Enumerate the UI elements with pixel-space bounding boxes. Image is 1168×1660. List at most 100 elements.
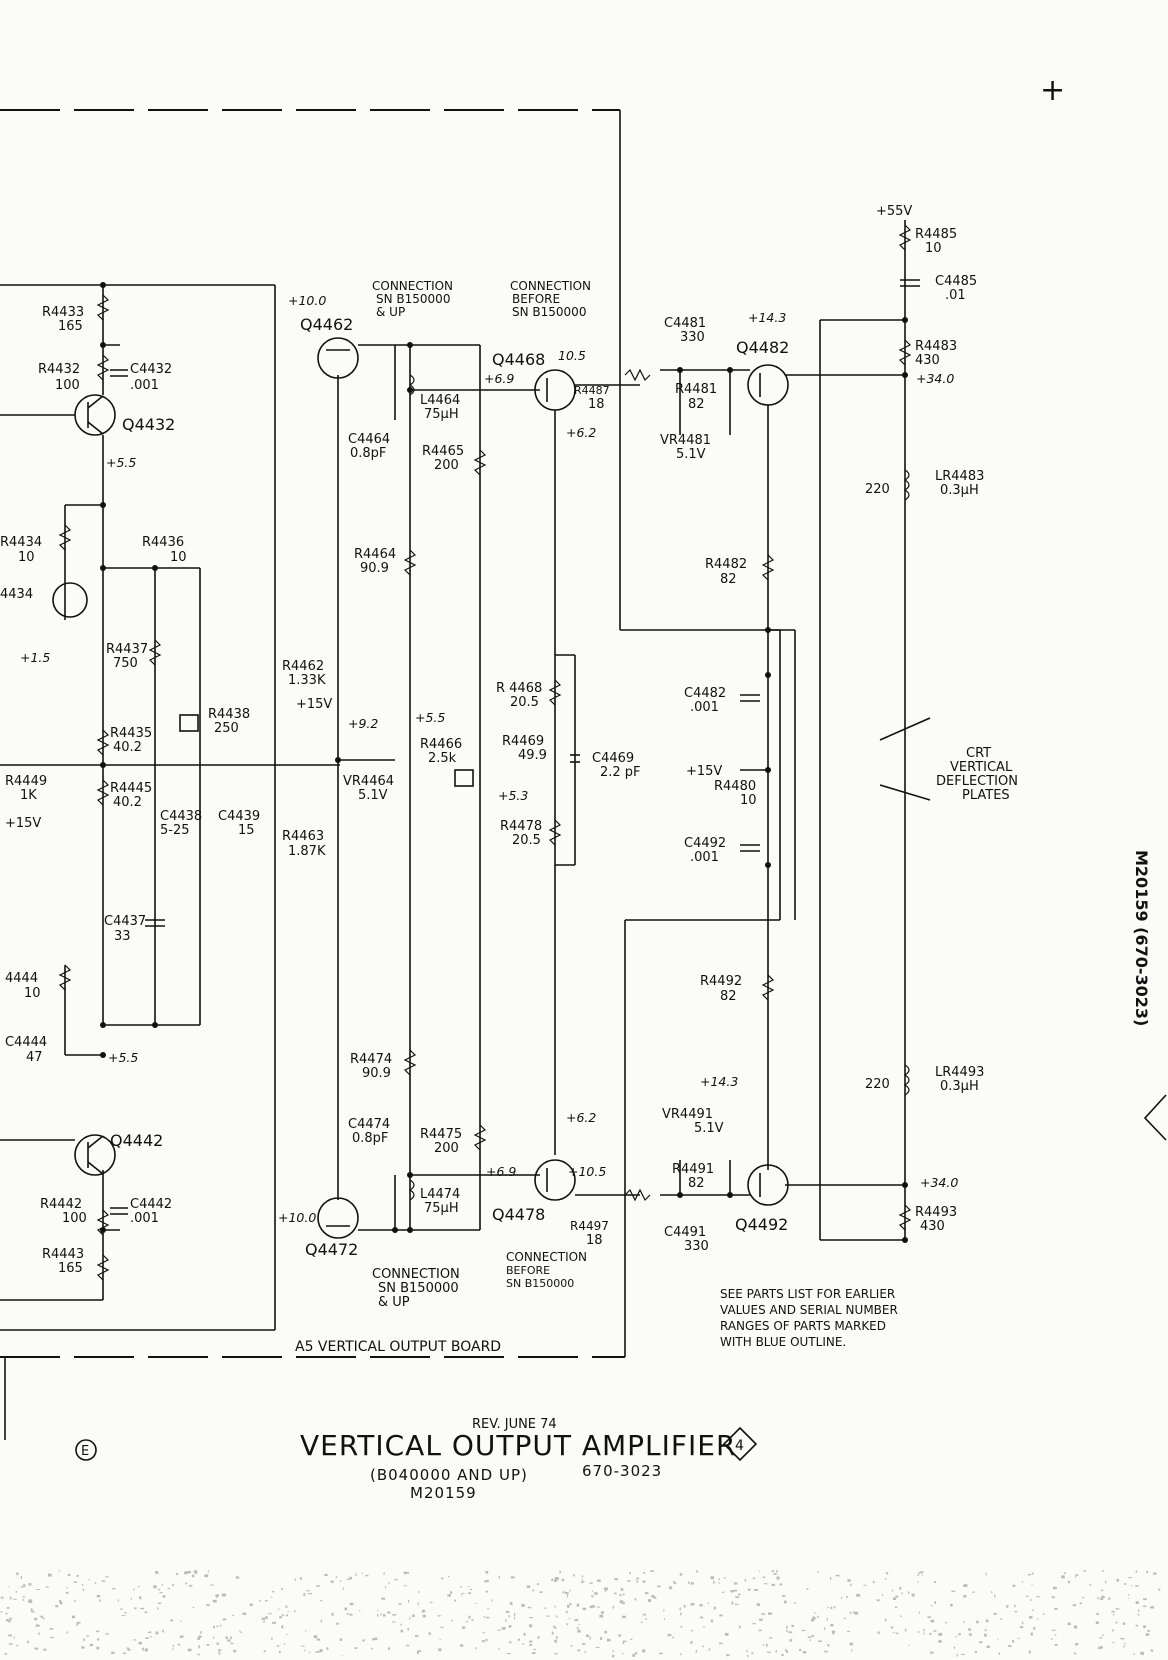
lr4483-ref: LR4483 [935, 469, 984, 484]
q4432-label: Q4432 [122, 415, 175, 434]
svg-text:VERTICAL: VERTICAL [950, 760, 1013, 775]
c4474-val: 0.8pF [352, 1131, 388, 1146]
r4464-ref: R4464 [354, 547, 396, 562]
r4497-ref: R4497 [570, 1219, 609, 1233]
component-labels: R4433 165 R4432 100 C4432 .001 R4434 10 … [0, 227, 984, 1276]
revision-date: REV. JUNE 74 [472, 1417, 557, 1432]
v62b: +6.2 [566, 1110, 596, 1125]
v55a: +5.5 [106, 455, 136, 470]
svg-text:SEE PARTS LIST FOR EARLIER: SEE PARTS LIST FOR EARLIER [720, 1287, 895, 1301]
l4474-val: 75µH [424, 1201, 459, 1216]
l4464-ref: L4464 [420, 393, 460, 408]
svg-text:RANGES OF PARTS MARKED: RANGES OF PARTS MARKED [720, 1319, 886, 1333]
r4449-val: 1K [20, 788, 37, 803]
r4497-val: 18 [586, 1233, 603, 1248]
c4482-ref: C4482 [684, 686, 726, 701]
r4483-val: 430 [915, 353, 940, 368]
serial-range: (B040000 AND UP) [370, 1466, 528, 1484]
title-block: REV. JUNE 74 VERTICAL OUTPUT AMPLIFIER 4… [75, 1417, 758, 1502]
r4469-val: 49.9 [518, 748, 547, 763]
r4462-ref: R4462 [282, 659, 324, 674]
transistor-q4472: Q4472 [305, 1197, 359, 1259]
part-number: 670-3023 [582, 1462, 662, 1480]
c4439-val: 15 [238, 823, 255, 838]
drawing-code: M20159 [410, 1484, 477, 1502]
r4437-val: 750 [113, 656, 138, 671]
circle-letter: E [81, 1444, 89, 1459]
svg-text:DEFLECTION: DEFLECTION [936, 774, 1018, 789]
r4437-ref: R4437 [106, 642, 148, 657]
r4481-val: 82 [688, 397, 705, 412]
vr4491-ref: VR4491 [662, 1107, 713, 1122]
r4436-ref: R4436 [142, 535, 184, 550]
svg-text:CONNECTION: CONNECTION [510, 279, 591, 293]
r4474-val: 90.9 [362, 1066, 391, 1081]
c4485-ref: C4485 [935, 274, 977, 289]
r4468-ref: R 4468 [496, 681, 542, 696]
wiring [0, 220, 931, 1331]
transistor-q4462: Q4462 [300, 315, 359, 379]
q4482-label: Q4482 [736, 338, 789, 357]
c4492-val: .001 [690, 850, 719, 865]
r4435-val: 40.2 [113, 740, 142, 755]
r4478-ref: R4478 [500, 819, 542, 834]
c4437-ref: C4437 [104, 914, 146, 929]
l4474-ref: L4474 [420, 1187, 460, 1202]
r4465-ref: R4465 [422, 444, 464, 459]
r4487-ref: R4487 [574, 384, 610, 397]
diamond-badge [722, 1426, 758, 1462]
supply-55v: +55V [876, 204, 912, 219]
scan-noise [0, 1570, 1161, 1658]
v55c: +5.5 [415, 710, 445, 725]
transistor-q4432: Q4432 [74, 394, 175, 436]
r4462-val: 1.33K [288, 673, 326, 688]
c4432-val: .001 [130, 378, 159, 393]
c4485-val: .01 [945, 288, 966, 303]
r4493-ref: R4493 [915, 1205, 957, 1220]
v15: +1.5 [20, 650, 50, 665]
c4491-ref: C4491 [664, 1225, 706, 1240]
r4491-val: 82 [688, 1176, 705, 1191]
svg-text:SN B150000: SN B150000 [376, 292, 450, 306]
r4468-val: 20.5 [510, 695, 539, 710]
svg-text:CONNECTION: CONNECTION [506, 1250, 587, 1264]
vr4481-ref: VR4481 [660, 433, 711, 448]
c4481-ref: C4481 [664, 316, 706, 331]
svg-text:CRT: CRT [966, 746, 991, 761]
v69a: +6.9 [484, 371, 514, 386]
connection-notes: CONNECTION SN B150000 & UP CONNECTION BE… [372, 279, 591, 1310]
svg-text:CONNECTION: CONNECTION [372, 1267, 460, 1282]
c4469-val: 2.2 pF [600, 765, 641, 780]
r4491-ref: R4491 [672, 1162, 714, 1177]
r4475-ref: R4475 [420, 1127, 462, 1142]
r4438-ref: R4438 [208, 707, 250, 722]
svg-text:SN B150000: SN B150000 [506, 1277, 574, 1290]
svg-text:SN B150000: SN B150000 [512, 305, 586, 319]
svg-text:CONNECTION: CONNECTION [372, 279, 453, 293]
r4483-ref: R4483 [915, 339, 957, 354]
r4433-val: 165 [58, 319, 83, 334]
q4478-label: Q4478 [492, 1205, 545, 1224]
r4434-ref: R4434 [0, 535, 42, 550]
r4465-val: 200 [434, 458, 459, 473]
r4449-ref: R4449 [5, 774, 47, 789]
r220a-val: 220 [865, 482, 890, 497]
v55b: +5.5 [108, 1050, 138, 1065]
r4482-val: 82 [720, 572, 737, 587]
lr4483-val: 0.3µH [940, 483, 979, 498]
p15c: +15V [686, 764, 722, 779]
v143b: +14.3 [700, 1074, 738, 1089]
r4464-val: 90.9 [360, 561, 389, 576]
board-outline [0, 109, 781, 1440]
r4485-ref: R4485 [915, 227, 957, 242]
r4442-ref: R4442 [40, 1197, 82, 1212]
board-label: A5 VERTICAL OUTPUT BOARD [295, 1339, 501, 1355]
c4491-val: 330 [684, 1239, 709, 1254]
r4436-val: 10 [170, 550, 187, 565]
svg-text:& UP: & UP [378, 1295, 410, 1310]
vr4464-val: 5.1V [358, 788, 388, 803]
v92: +9.2 [348, 716, 378, 731]
r4432-val: 100 [55, 378, 80, 393]
r4482-ref: R4482 [705, 557, 747, 572]
circle-mark [75, 1439, 97, 1461]
